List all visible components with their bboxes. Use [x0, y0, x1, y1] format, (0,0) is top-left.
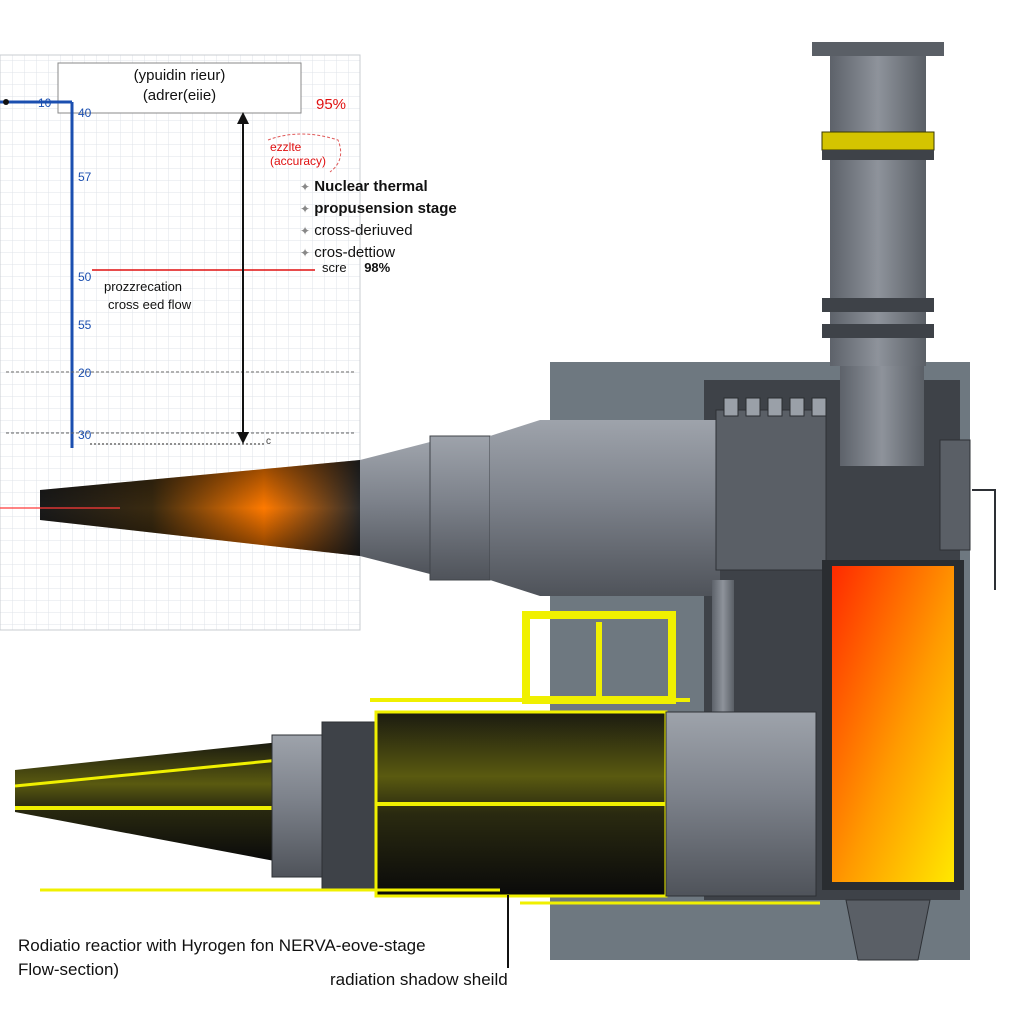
lower-coupling — [665, 711, 817, 897]
stack-cap — [812, 42, 944, 56]
range-arrow-head-bottom — [237, 432, 249, 444]
legend-item: ✦ cross-deriuved — [300, 220, 457, 242]
accuracy-line-1: ezzlte — [270, 140, 302, 154]
axis-tick-label: 30 — [78, 428, 92, 442]
chart-title-line-1: (ypuidin rieur) — [133, 67, 226, 84]
upper-nozzle-throat — [360, 442, 430, 574]
axis-origin-dot — [3, 99, 9, 105]
score-label: scre — [322, 260, 347, 275]
stack-tube — [830, 56, 926, 366]
shield-caption: radiation shadow sheild — [330, 970, 508, 989]
connecting-strut — [712, 580, 734, 720]
main-caption-line-2: Flow-section) — [18, 960, 120, 979]
axis-tick-label: 10 — [38, 96, 52, 110]
chart-title: (ypuidin rieur) (adrer(eiie) — [58, 66, 301, 106]
reactor-base — [845, 899, 931, 961]
legend-marker-icon: ✦ — [300, 246, 311, 260]
region-label-line-1: prozzrecation — [104, 279, 183, 294]
region-label: prozzrecation cross eed flow — [104, 278, 191, 314]
region-label-line-2: cross eed flow — [108, 297, 192, 312]
stack-lower — [840, 366, 924, 466]
percent-top: 95% — [316, 96, 347, 113]
main-caption-line-1: Rodiatio reactior with Hyrogen fon NERVA… — [18, 936, 426, 955]
chart-title-box — [57, 62, 302, 114]
score-value: 98% — [364, 260, 391, 275]
axis-tick-label: 55 — [78, 318, 92, 332]
stack-flange-2 — [822, 324, 934, 338]
upper-chamber — [490, 420, 720, 596]
legend-item-label: propusension stage — [314, 200, 457, 217]
chart-title-line-2: (adrer(eiie) — [142, 87, 217, 104]
legend: ✦ Nuclear thermal ✦ propusension stage ✦… — [300, 176, 457, 264]
axis-tick-label: 20 — [78, 366, 92, 380]
reactor-core — [832, 566, 954, 882]
lower-nozzle — [15, 742, 280, 862]
legend-marker-icon: ✦ — [300, 202, 311, 216]
arrow-end-mark: c — [266, 436, 271, 447]
legend-item-label: Nuclear thermal — [314, 178, 428, 195]
range-arrow-head-top — [237, 112, 249, 124]
legend-marker-icon: ✦ — [300, 180, 311, 194]
accuracy-bracket — [267, 133, 342, 173]
legend-item: ✦ cros-dettiow — [300, 242, 457, 264]
score-row: scre 98% — [322, 260, 390, 275]
accuracy-label: ezzlte (accuracy) — [270, 140, 326, 168]
stack-band-dark — [822, 150, 934, 160]
axis-tick-label: 57 — [78, 170, 92, 184]
legend-item: ✦ Nuclear thermal — [300, 176, 457, 198]
upper-coupling — [715, 409, 827, 571]
legend-item-label: cros-dettiow — [314, 244, 396, 261]
stack-flange-1 — [822, 298, 934, 312]
legend-item: ✦ propusension stage — [300, 198, 457, 220]
axis-tick-label: 40 — [78, 106, 92, 120]
legend-item-label: cross-deriuved — [314, 222, 413, 239]
axis-tick-label: 50 — [78, 270, 92, 284]
accuracy-line-2: (accuracy) — [270, 154, 327, 168]
stack-band-yellow — [821, 131, 935, 151]
legend-marker-icon: ✦ — [300, 224, 311, 238]
